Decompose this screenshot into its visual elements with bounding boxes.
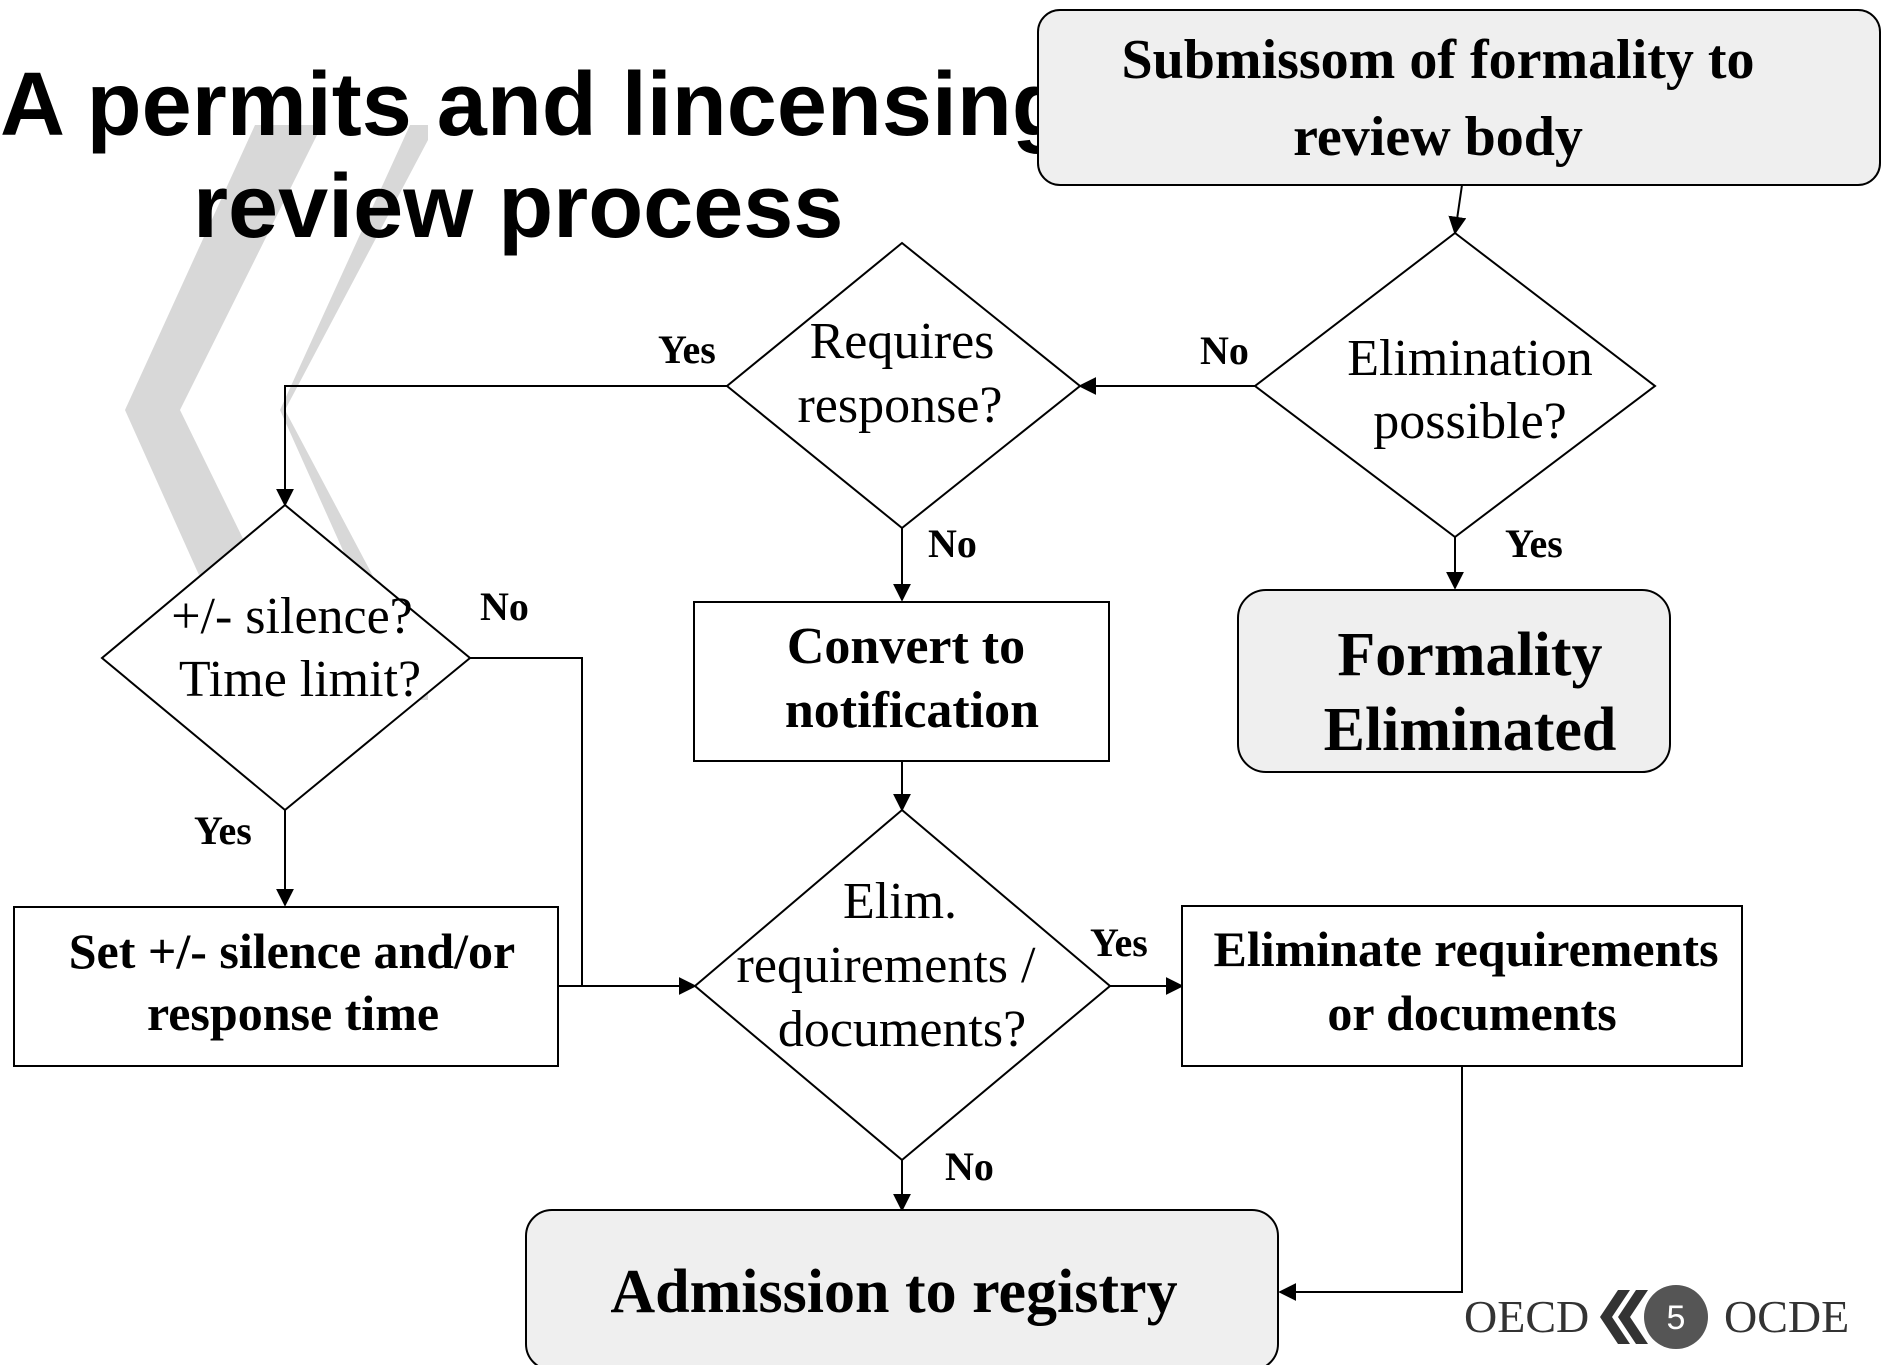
node-requires-line1: Requires	[810, 313, 995, 370]
node-admission-label: Admission to registry	[610, 1258, 1177, 1326]
footer-chevron-right-icon	[1618, 1290, 1648, 1344]
node-eliminate-requirements: Eliminate requirements or documents	[1181, 905, 1743, 1067]
edge-requires-yes	[276, 385, 727, 507]
footer-chevron-left-icon	[1600, 1290, 1630, 1344]
node-submission: Submissom of formality to review body	[1037, 9, 1881, 186]
node-elimreq-line1: Elim.	[843, 873, 957, 930]
label-elim-no: No	[1200, 328, 1249, 373]
node-elimination-line2: possible?	[1373, 393, 1567, 450]
node-admission: Admission to registry	[525, 1209, 1279, 1365]
label-requires-yes: Yes	[658, 327, 716, 372]
edge-submission-to-elimination	[1448, 184, 1467, 235]
node-convert-line2: notification	[785, 682, 1039, 739]
node-set-line1: Set +/- silence and/or	[69, 923, 516, 979]
node-elimreq-line2: requirements /	[737, 937, 1036, 994]
label-elimreq-yes: Yes	[1090, 920, 1148, 965]
node-convert-notification: Convert to notification	[693, 601, 1110, 762]
node-elimination-line1: Elimination	[1347, 330, 1593, 387]
node-submission-line2: review body	[1293, 106, 1583, 168]
page-title-line1: A permits and lincensing	[0, 55, 1067, 155]
label-silence-no: No	[480, 584, 529, 629]
page-title-line2: review process	[193, 157, 843, 257]
node-elim-requirements: Elim. requirements / documents?	[693, 808, 1112, 1162]
footer-ocde-text: OCDE	[1724, 1291, 1849, 1342]
node-elimreq-line3: documents?	[778, 1001, 1026, 1058]
node-set-silence: Set +/- silence and/or response time	[13, 906, 559, 1067]
oecd-footer-logo: OECD 5 OCDE	[1464, 1285, 1849, 1349]
node-set-line2: response time	[147, 985, 439, 1041]
page-number-badge	[1644, 1285, 1708, 1349]
connectors	[276, 184, 1467, 1301]
node-silence-time: +/- silence? Time limit?	[100, 503, 472, 812]
node-submission-line1: Submissom of formality to	[1121, 29, 1754, 91]
page-number: 5	[1667, 1299, 1686, 1337]
node-requires-line2: response?	[797, 377, 1002, 434]
footer-oecd-text: OECD	[1464, 1291, 1589, 1342]
label-requires-no: No	[928, 521, 977, 566]
node-convert-line1: Convert to	[787, 618, 1025, 675]
node-formality-eliminated: Formality Eliminated	[1237, 589, 1671, 773]
label-elimreq-no: No	[945, 1144, 994, 1189]
node-formality-line2: Eliminated	[1324, 696, 1617, 764]
label-elim-yes: Yes	[1505, 521, 1563, 566]
node-silence-line1: +/- silence?	[171, 588, 413, 645]
node-eliminate-line1: Eliminate requirements	[1213, 921, 1718, 977]
edge-eliminate-to-admission	[1278, 1066, 1463, 1301]
node-silence-line2: Time limit?	[179, 651, 421, 708]
edge-silence-no	[470, 657, 583, 986]
label-silence-yes: Yes	[194, 808, 252, 853]
node-formality-line1: Formality	[1337, 621, 1602, 689]
node-eliminate-line2: or documents	[1327, 985, 1616, 1041]
node-requires-response: Requires response?	[725, 241, 1082, 530]
node-elimination-possible: Elimination possible?	[1253, 231, 1657, 539]
